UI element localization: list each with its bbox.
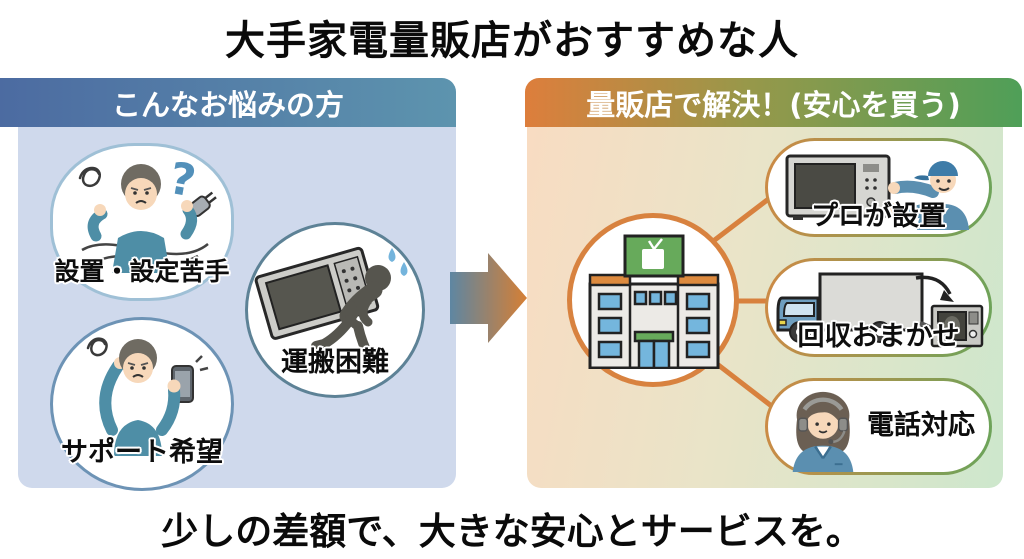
curved-arrow-icon	[915, 275, 952, 295]
tv-sign-icon	[642, 238, 664, 269]
microwave-icon	[930, 304, 984, 348]
left-panel-header: こんなお悩みの方	[0, 78, 456, 127]
electronics-store-building-icon	[588, 234, 720, 369]
call-center-operator-icon	[792, 391, 854, 472]
worry-label-setup: 設置・設定苦手	[54, 257, 230, 286]
page-title: 大手家電量販店がおすすめな人	[225, 18, 799, 64]
confused-man-with-tangled-plug-icon: ?	[78, 153, 217, 273]
collection-truck-icon	[776, 272, 984, 348]
question-mark-glyph: ?	[165, 153, 199, 208]
sweat-drop-icon	[388, 248, 396, 262]
solution-label-install: プロが設置	[811, 201, 946, 232]
headset-icon	[802, 397, 844, 411]
right-panel-header: 量販店で解決！(安心を買う)	[525, 78, 1022, 127]
right-panel-header-label: 量販店で解決！(安心を買う)	[586, 87, 961, 122]
man-holding-phone-icon	[86, 337, 209, 456]
solution-label-collect: 回収おまかせ	[797, 321, 960, 352]
left-panel-header-label: こんなお悩みの方	[111, 87, 344, 122]
worry-label-support: サポート希望	[61, 437, 223, 468]
technician-with-microwave-icon	[785, 154, 969, 230]
right-arrow-icon	[450, 253, 527, 343]
microwave-icon	[785, 154, 891, 220]
man-carrying-microwave-icon	[254, 246, 408, 365]
sweat-drop-icon	[400, 262, 408, 276]
solution-label-phone: 電話対応	[867, 410, 975, 441]
footer-tagline: 少しの差額で、大きな安心とサービスを。	[161, 510, 863, 553]
worry-label-carry: 運搬困難	[281, 347, 389, 378]
